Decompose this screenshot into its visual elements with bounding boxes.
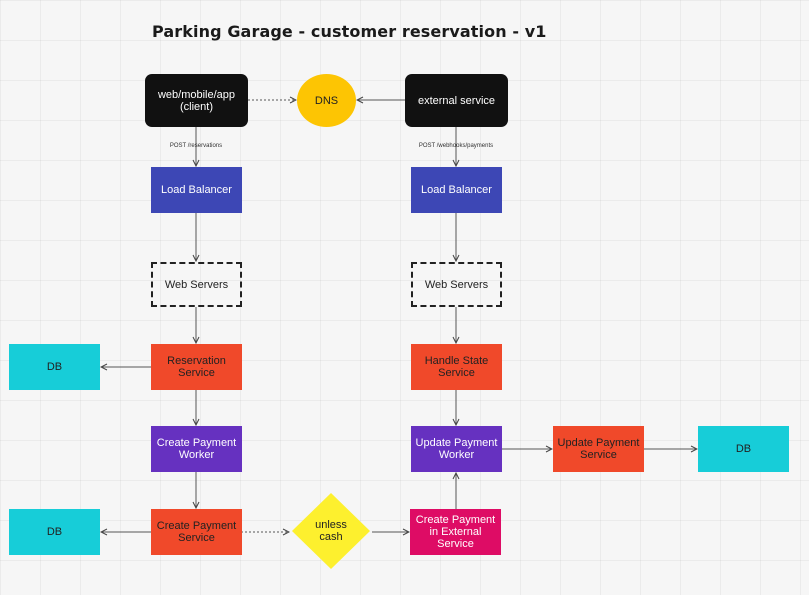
update-payment-service[interactable]: Update Payment Service — [553, 426, 644, 472]
client-node[interactable]: web/mobile/app (client) — [145, 74, 248, 127]
dns-label: DNS — [314, 94, 339, 107]
external-service-node[interactable]: external service — [405, 74, 508, 127]
decision-diamond-shape — [292, 493, 370, 569]
load-balancer-left-label: Load Balancer — [161, 184, 232, 196]
db-left-top-label: DB — [46, 361, 63, 373]
web-servers-left[interactable]: Web Servers — [151, 262, 242, 307]
create-payment-worker-label: Create Payment Worker — [156, 437, 237, 461]
db-right-label: DB — [735, 443, 752, 455]
create-payment-service[interactable]: Create Payment Service — [151, 509, 242, 555]
db-left-bottom-label: DB — [46, 526, 63, 538]
web-servers-left-label: Web Servers — [164, 278, 229, 291]
web-servers-right[interactable]: Web Servers — [411, 262, 502, 307]
edge-label-post-reservations: POST /reservations — [169, 143, 223, 149]
client-label: web/mobile/app (client) — [157, 88, 236, 113]
create-payment-worker[interactable]: Create Payment Worker — [151, 426, 242, 472]
load-balancer-left[interactable]: Load Balancer — [151, 167, 242, 213]
load-balancer-right-label: Load Balancer — [421, 184, 492, 196]
unless-cash-label: unless cash — [315, 519, 347, 543]
update-payment-worker-label: Update Payment Worker — [415, 437, 498, 461]
db-right[interactable]: DB — [698, 426, 789, 472]
dns-node[interactable]: DNS — [297, 74, 356, 127]
create-payment-external-label: Create Payment in External Service — [415, 514, 496, 550]
diagram-title: Parking Garage - customer reservation - … — [152, 22, 547, 41]
db-left-bottom[interactable]: DB — [9, 509, 100, 555]
unless-cash-decision[interactable]: unless cash — [290, 491, 372, 571]
create-payment-service-label: Create Payment Service — [156, 520, 237, 544]
reservation-service[interactable]: Reservation Service — [151, 344, 242, 390]
handle-state-service-label: Handle State Service — [424, 355, 489, 379]
db-left-top[interactable]: DB — [9, 344, 100, 390]
update-payment-service-label: Update Payment Service — [557, 437, 640, 461]
external-service-label: external service — [417, 94, 496, 107]
update-payment-worker[interactable]: Update Payment Worker — [411, 426, 502, 472]
load-balancer-right[interactable]: Load Balancer — [411, 167, 502, 213]
web-servers-right-label: Web Servers — [424, 278, 489, 291]
edge-label-post-webhooks: POST /webhooks/payments — [418, 143, 494, 149]
handle-state-service[interactable]: Handle State Service — [411, 344, 502, 390]
create-payment-external-service[interactable]: Create Payment in External Service — [410, 509, 501, 555]
reservation-service-label: Reservation Service — [167, 355, 226, 379]
